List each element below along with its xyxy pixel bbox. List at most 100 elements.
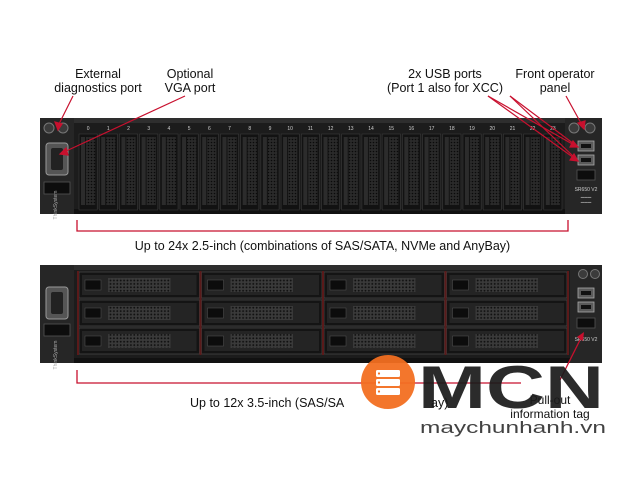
drive-bay-2-5 xyxy=(199,133,219,211)
bay-number: 12 xyxy=(328,126,334,132)
drive-bay-2-5 xyxy=(361,133,381,211)
bay-number: 13 xyxy=(348,126,354,132)
drive-bays-12 xyxy=(77,271,569,355)
drive-bay-3-5 xyxy=(201,271,323,299)
drive-bay-2-5 xyxy=(139,133,159,211)
bay-number: 19 xyxy=(469,126,475,132)
drive-bay-2-5 xyxy=(179,133,199,211)
label-line: VGA port xyxy=(164,81,216,95)
svg-text:▬▬▬: ▬▬▬ xyxy=(581,200,592,204)
external-diagnostics-port-label: External diagnostics port xyxy=(38,67,158,95)
drive-bay-2-5 xyxy=(159,133,179,211)
model-label: SR650 V2 xyxy=(575,187,598,193)
bay-number: 16 xyxy=(409,126,415,132)
drive-bay-2-5 xyxy=(381,133,401,211)
right-rack-ear: SR650 V2 ▬▬▬ ▬▬▬ xyxy=(565,118,602,214)
pull-out-tag-label: Pull-out information tag xyxy=(495,393,605,421)
drive-bay-2-5 xyxy=(462,133,482,211)
label-line: (Port 1 also for XCC) xyxy=(386,81,503,95)
drive-bays-24 xyxy=(78,133,563,211)
bay-number: 9 xyxy=(269,126,272,132)
drive-bay-2-5 xyxy=(280,133,300,211)
bay-number: 17 xyxy=(429,126,435,132)
front-operator-panel-label: Front operator panel xyxy=(505,67,605,95)
watermark-brand: MCN xyxy=(418,354,604,421)
label-line: Pull-out xyxy=(529,393,571,407)
svg-text:▬▬▬: ▬▬▬ xyxy=(581,195,592,199)
drives-12-label: Up to 12x 3.5-inch (SAS/SA xyxy=(190,396,344,410)
vga-port-label: Optional VGA port xyxy=(140,67,240,95)
label-line: 2x USB ports xyxy=(408,67,482,81)
drive-bay-3-5 xyxy=(446,299,568,327)
drive-bay-2-5 xyxy=(482,133,502,211)
drives-24-label: Up to 24x 2.5-inch (combinations of SAS/… xyxy=(134,239,511,253)
drive-bay-3-5 xyxy=(446,327,568,355)
drive-bay-2-5 xyxy=(543,133,563,211)
drive-bay-3-5 xyxy=(78,299,200,327)
left-rack-ear: ThinkSystem xyxy=(40,118,74,219)
bay-number: 11 xyxy=(308,126,313,132)
drive-bay-2-5 xyxy=(78,133,98,211)
drive-bay-2-5 xyxy=(119,133,138,211)
drive-bracket-top xyxy=(76,220,569,232)
label-line: Front operator xyxy=(515,67,595,81)
bay-number: 18 xyxy=(449,126,455,132)
drive-bay-2-5 xyxy=(321,133,341,211)
bay-number: 2 xyxy=(127,126,130,132)
label-part: Up to 12x 3.5-inch (SAS/SA xyxy=(190,396,345,410)
drive-bay-2-5 xyxy=(300,133,320,211)
bay-number: 6 xyxy=(208,126,211,132)
server-icon xyxy=(361,355,415,409)
drives-12-label-tail: ay) xyxy=(431,396,449,410)
vga-port-icon xyxy=(45,286,69,320)
usb-port-icon xyxy=(577,287,595,299)
drive-bay-2-5 xyxy=(341,133,361,211)
left-rack-ear: ThinkSystem xyxy=(40,265,74,369)
drive-bay-2-5 xyxy=(503,133,522,211)
drive-bay-2-5 xyxy=(220,133,239,211)
model-label: SR650 V2 xyxy=(575,337,598,343)
bay-number: 7 xyxy=(228,126,231,132)
bay-number: 5 xyxy=(188,126,191,132)
drive-bay-2-5 xyxy=(442,133,462,211)
usb-ports-label: 2x USB ports (Port 1 also for XCC) xyxy=(375,67,515,95)
drive-bay-2-5 xyxy=(422,133,442,211)
label-line: External xyxy=(75,67,121,81)
bay-number: 1 xyxy=(107,126,110,132)
usb-port-icon xyxy=(577,301,595,313)
thinksystem-logo: ThinkSystem xyxy=(53,191,59,220)
drive-bay-3-5 xyxy=(446,271,568,299)
bay-number: 8 xyxy=(248,126,251,132)
label-line: panel xyxy=(539,81,571,95)
bay-number: 14 xyxy=(368,126,374,132)
usb-port-icon xyxy=(577,140,595,152)
drive-bay-2-5 xyxy=(98,133,118,211)
drive-bay-2-5 xyxy=(523,133,543,211)
bay-number: 20 xyxy=(489,126,495,132)
bay-number: 4 xyxy=(168,126,171,132)
drive-bay-3-5 xyxy=(201,327,323,355)
callout-arrows-top xyxy=(54,95,586,162)
drive-bay-2-5 xyxy=(402,133,421,211)
drive-bay-3-5 xyxy=(201,299,323,327)
drive-bay-3-5 xyxy=(78,327,200,355)
bay-number: 10 xyxy=(287,126,293,132)
thinksystem-logo: ThinkSystem xyxy=(53,341,59,370)
bay-number: 15 xyxy=(388,126,394,132)
drive-bay-2-5 xyxy=(240,133,260,211)
drive-bay-3-5 xyxy=(323,271,445,299)
label-line: diagnostics port xyxy=(54,81,142,95)
bay-number: 21 xyxy=(510,126,516,132)
server-12-bay: ThinkSystem SR650 V2 xyxy=(40,265,602,369)
bay-number: 3 xyxy=(147,126,150,132)
drive-bay-2-5 xyxy=(260,133,280,211)
watermark-site: maychunhanh.vn xyxy=(420,418,606,437)
label-line: Optional xyxy=(166,67,214,81)
right-rack-ear: SR650 V2 xyxy=(570,265,602,363)
bay-number: 0 xyxy=(87,126,90,132)
drive-bay-3-5 xyxy=(323,327,445,355)
